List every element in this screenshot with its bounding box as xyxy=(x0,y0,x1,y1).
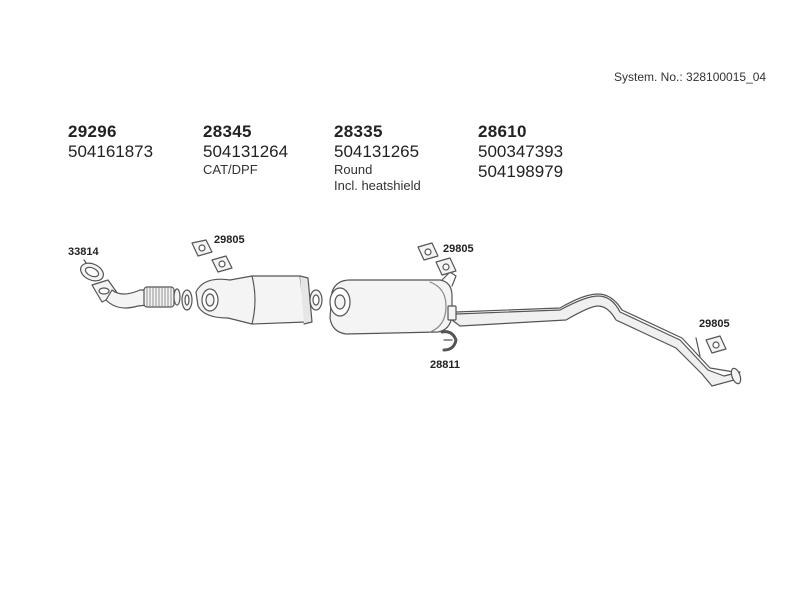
part-note: CAT/DPF xyxy=(203,162,258,177)
callout-gasket: 33814 xyxy=(68,246,99,258)
clamp-front xyxy=(181,289,193,311)
front-pipe-29296 xyxy=(91,279,181,309)
callout-hanger-front: 29805 xyxy=(214,234,245,246)
hanger-29805-mid xyxy=(417,242,457,276)
part-note: Round xyxy=(334,162,373,177)
oem-number: 504131264 xyxy=(203,142,289,161)
part-block-29296: 29296 504161873 xyxy=(68,122,153,162)
clamp-28811 xyxy=(440,330,458,352)
oem-number: 504198979 xyxy=(478,162,564,181)
part-note: Incl. heatshield xyxy=(334,178,421,193)
oem-number: 504131265 xyxy=(334,142,420,161)
part-code: 28610 xyxy=(478,122,527,141)
oem-number: 500347393 xyxy=(478,142,564,161)
rear-pipe-28610 xyxy=(447,293,742,387)
hanger-29805-front xyxy=(191,239,233,273)
callout-hanger-mid: 29805 xyxy=(443,243,474,255)
part-code: 28335 xyxy=(334,122,383,141)
part-block-28345: 28345 504131264 CAT/DPF xyxy=(203,122,288,178)
oem-number: 504161873 xyxy=(68,142,154,161)
callout-clamp: 28811 xyxy=(430,359,460,371)
gasket-33814 xyxy=(80,259,104,282)
part-code: 28345 xyxy=(203,122,252,141)
callout-hanger-rear: 29805 xyxy=(699,318,730,330)
part-block-28610: 28610 500347393 504198979 xyxy=(478,122,563,182)
hanger-29805-rear xyxy=(705,335,727,354)
part-code: 29296 xyxy=(68,122,117,141)
system-number: System. No.: 328100015_04 xyxy=(614,70,767,84)
middle-silencer-28335 xyxy=(329,271,457,335)
cat-dpf-28345 xyxy=(195,275,323,325)
part-block-28335: 28335 504131265 Round Incl. heatshield xyxy=(334,122,421,194)
